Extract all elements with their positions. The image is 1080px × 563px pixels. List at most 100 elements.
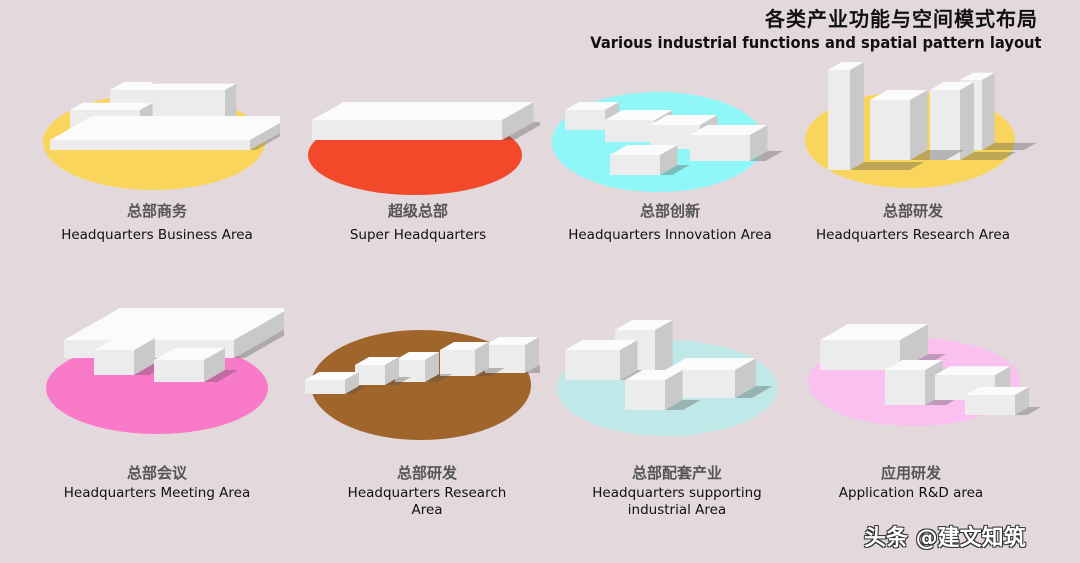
building-shadow (204, 370, 239, 382)
building-top-face (565, 340, 638, 350)
diagram-panel (300, 300, 540, 470)
massing-model (305, 330, 540, 440)
label-en: Headquarters Research Area (815, 227, 1010, 243)
building-front-face (885, 370, 925, 405)
building-shadow (982, 142, 1037, 150)
building-top-face (485, 337, 539, 345)
building-top-face (965, 387, 1029, 395)
building-side-face (960, 82, 974, 160)
building-front-face (154, 360, 204, 382)
building-shadow (525, 365, 540, 373)
label-cn: 总部创新 (639, 202, 700, 220)
building-shadow (425, 374, 453, 382)
building-side-face (1015, 387, 1029, 415)
building-top-face (94, 338, 155, 350)
building-shadow (665, 400, 701, 410)
building-front-face (440, 350, 475, 376)
label-en: Super Headquarters (349, 227, 487, 243)
building-shadow (385, 377, 411, 385)
massing-model (557, 320, 777, 436)
building-side-face (620, 340, 638, 380)
diagram-panel (40, 50, 280, 220)
building-side-face (900, 324, 928, 370)
building-top-face (50, 116, 280, 140)
building-top-face (70, 102, 153, 110)
building-top-face (355, 357, 399, 365)
building-top-face (690, 125, 768, 135)
building-top-face (305, 372, 359, 380)
building-front-face (820, 340, 900, 370)
massing-model (552, 92, 784, 192)
building-side-face (665, 370, 683, 410)
label-cn: 应用研发 (880, 464, 941, 482)
building-top-face (154, 348, 225, 360)
building-front-face (565, 110, 605, 130)
building-side-face (134, 338, 155, 375)
building-top-face (615, 320, 673, 330)
massing-model (805, 62, 1037, 188)
building-front-face (610, 155, 660, 175)
building-front-face (965, 395, 1015, 415)
building-side-face (225, 83, 237, 126)
building-top-face (930, 82, 974, 90)
item-label: 超级总部 Super Headquarters (288, 200, 548, 244)
building-top-face (650, 115, 718, 125)
label-en: Headquarters Meeting Area (63, 485, 251, 501)
building-front-face (650, 125, 700, 149)
building-top-face (395, 352, 439, 360)
label-en: Application R&D area (838, 485, 984, 501)
building-shadow (660, 165, 690, 175)
building-front-face (50, 140, 250, 150)
diagram-panel (805, 300, 1045, 470)
building-top-face (440, 342, 489, 350)
building-front-face (395, 360, 425, 382)
building-shadow (475, 368, 505, 376)
building-front-face (565, 350, 620, 380)
diagram-panel (550, 60, 790, 230)
building-top-face (828, 62, 864, 70)
building-top-face (565, 102, 619, 110)
label-cn: 总部研发 (396, 464, 457, 482)
building-front-face (605, 120, 655, 142)
building-side-face (750, 125, 768, 161)
label-cn: 总部研发 (882, 202, 943, 220)
label-en: Headquarters supporting industrial Area (592, 485, 762, 518)
building-front-face (485, 345, 525, 373)
building-front-face (94, 350, 134, 375)
building-top-face (312, 102, 534, 120)
building-side-face (250, 122, 280, 150)
building-side-face (234, 311, 284, 358)
building-top-face (820, 324, 928, 340)
label-en: Headquarters Business Area (61, 227, 253, 243)
diagram-panel (300, 60, 540, 230)
building-top-face (135, 83, 237, 90)
massing-model (808, 324, 1041, 426)
building-front-face (828, 70, 850, 170)
item-label: 应用研发 Application R&D area (781, 462, 1041, 502)
building-top-face (64, 308, 284, 340)
watermark: 头条 @建文知筑 (864, 526, 1026, 551)
massing-model (43, 82, 280, 190)
building-top-face (960, 72, 995, 80)
label-cn: 超级总部 (387, 202, 448, 220)
building-front-face (355, 365, 385, 385)
building-top-face (605, 110, 673, 120)
building-shadow (735, 386, 773, 398)
building-side-face (525, 337, 539, 373)
building-top-face (610, 145, 678, 155)
diagram-panel (44, 300, 284, 470)
building-side-face (982, 72, 995, 150)
diagram-panel (800, 40, 1040, 210)
building-side-face (850, 62, 864, 170)
building-shadow (345, 386, 368, 394)
massing-model (46, 308, 284, 434)
building-front-face (625, 380, 665, 410)
label-cn: 总部会议 (126, 464, 187, 482)
building-side-face (345, 372, 359, 394)
building-front-face (690, 135, 750, 161)
building-side-face (502, 102, 534, 140)
building-side-face (655, 320, 673, 380)
